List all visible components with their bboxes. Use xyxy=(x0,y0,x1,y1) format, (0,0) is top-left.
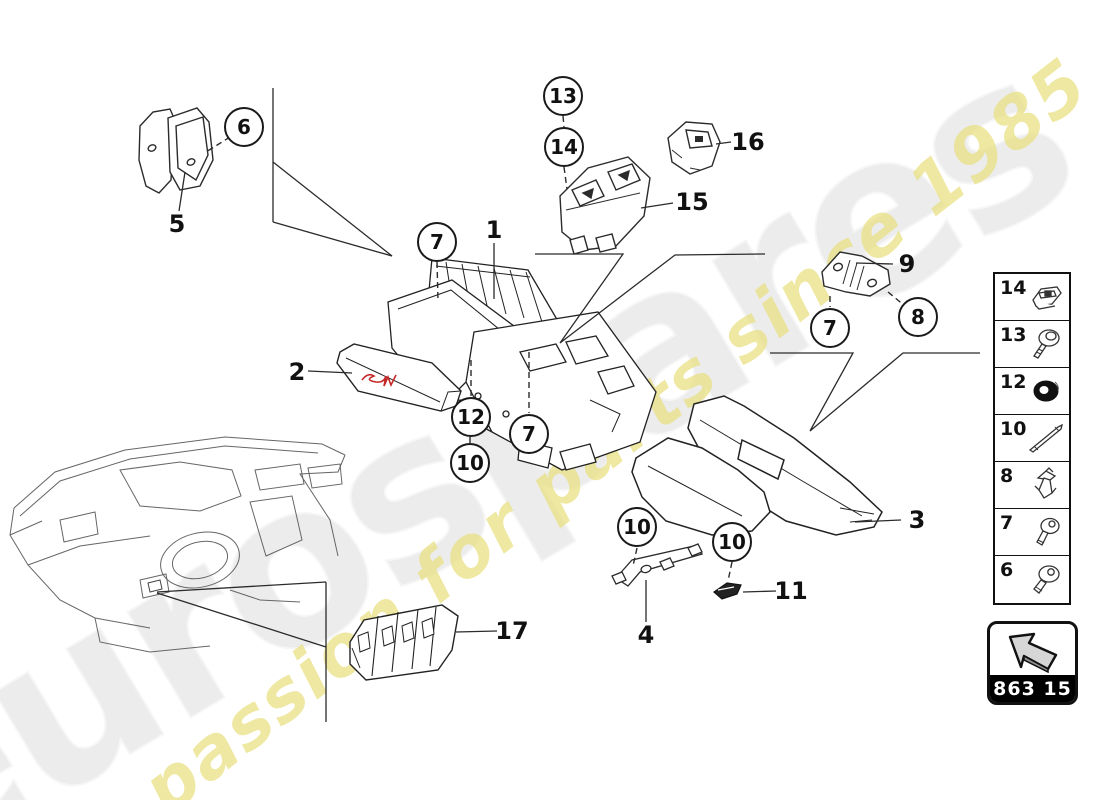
part-label-16: 16 xyxy=(731,128,765,156)
callout-8[interactable]: 8 xyxy=(898,297,938,337)
part-label-1: 1 xyxy=(485,216,503,244)
reference-wedge-part1 xyxy=(535,253,766,344)
part-label-9: 9 xyxy=(898,250,916,278)
part-label-17: 17 xyxy=(495,617,529,645)
direction-arrow-icon xyxy=(990,624,1075,675)
screw-washer-icon xyxy=(1025,325,1067,367)
callout-12[interactable]: 12 xyxy=(451,397,491,437)
legend-row-8[interactable]: 8 xyxy=(995,462,1069,509)
dashboard-drawing xyxy=(9,436,346,653)
legend-row-14[interactable]: 14 xyxy=(995,274,1069,321)
part-code-box[interactable]: 863 15 xyxy=(987,621,1078,705)
legend-row-6[interactable]: 6 xyxy=(995,556,1069,603)
legend-row-12[interactable]: 12 xyxy=(995,368,1069,415)
pan-head-screw-icon xyxy=(1025,513,1067,555)
part-3-drawing xyxy=(631,395,883,536)
expanding-clip-icon xyxy=(1025,466,1067,508)
callout-6[interactable]: 6 xyxy=(224,107,264,147)
callout-7[interactable]: 7 xyxy=(810,308,850,348)
legend-number: 6 xyxy=(1000,559,1014,581)
legend-number: 7 xyxy=(1000,512,1014,534)
part-label-15: 15 xyxy=(675,188,709,216)
callout-7[interactable]: 7 xyxy=(417,222,457,262)
part-4-drawing xyxy=(611,543,704,587)
callout-10[interactable]: 10 xyxy=(712,522,752,562)
part-label-5: 5 xyxy=(168,210,186,238)
legend-number: 8 xyxy=(1000,465,1014,487)
legend-number: 14 xyxy=(1000,277,1027,299)
legend-row-7[interactable]: 7 xyxy=(995,509,1069,556)
part-15-drawing xyxy=(559,156,651,255)
part-11-drawing xyxy=(713,582,742,600)
reference-wedge-part3 xyxy=(770,352,980,432)
label-leader-lines xyxy=(178,141,902,633)
part-9-drawing xyxy=(821,251,891,297)
legend-number: 13 xyxy=(1000,324,1027,346)
callout-7[interactable]: 7 xyxy=(509,414,549,454)
reference-wedge-left xyxy=(272,88,393,257)
legend-panel: 14 13 12 10 8 7 6 xyxy=(993,272,1071,605)
dashed-leader-lines xyxy=(205,115,906,582)
part-17-drawing xyxy=(349,604,459,681)
legend-row-13[interactable]: 13 xyxy=(995,321,1069,368)
part-label-2: 2 xyxy=(288,358,306,386)
part-16-drawing xyxy=(667,121,721,175)
round-head-screw-icon xyxy=(1025,560,1067,602)
grommet-icon xyxy=(1025,372,1067,414)
callout-10[interactable]: 10 xyxy=(617,507,657,547)
part-label-4: 4 xyxy=(637,621,655,649)
part-label-3: 3 xyxy=(908,506,926,534)
part-5-drawing xyxy=(138,107,214,194)
part-label-11: 11 xyxy=(774,577,808,605)
legend-row-10[interactable]: 10 xyxy=(995,415,1069,462)
part-code: 863 15 xyxy=(990,675,1075,702)
callout-14[interactable]: 14 xyxy=(544,127,584,167)
rivet-pin-icon xyxy=(1025,419,1067,461)
legend-number: 12 xyxy=(1000,371,1027,393)
legend-number: 10 xyxy=(1000,418,1027,440)
sv-emblem-stroke xyxy=(361,373,397,387)
reference-wedge-dashboard xyxy=(156,581,327,722)
callout-13[interactable]: 13 xyxy=(543,76,583,116)
clip-nut-icon xyxy=(1025,278,1067,320)
callout-10[interactable]: 10 xyxy=(450,443,490,483)
